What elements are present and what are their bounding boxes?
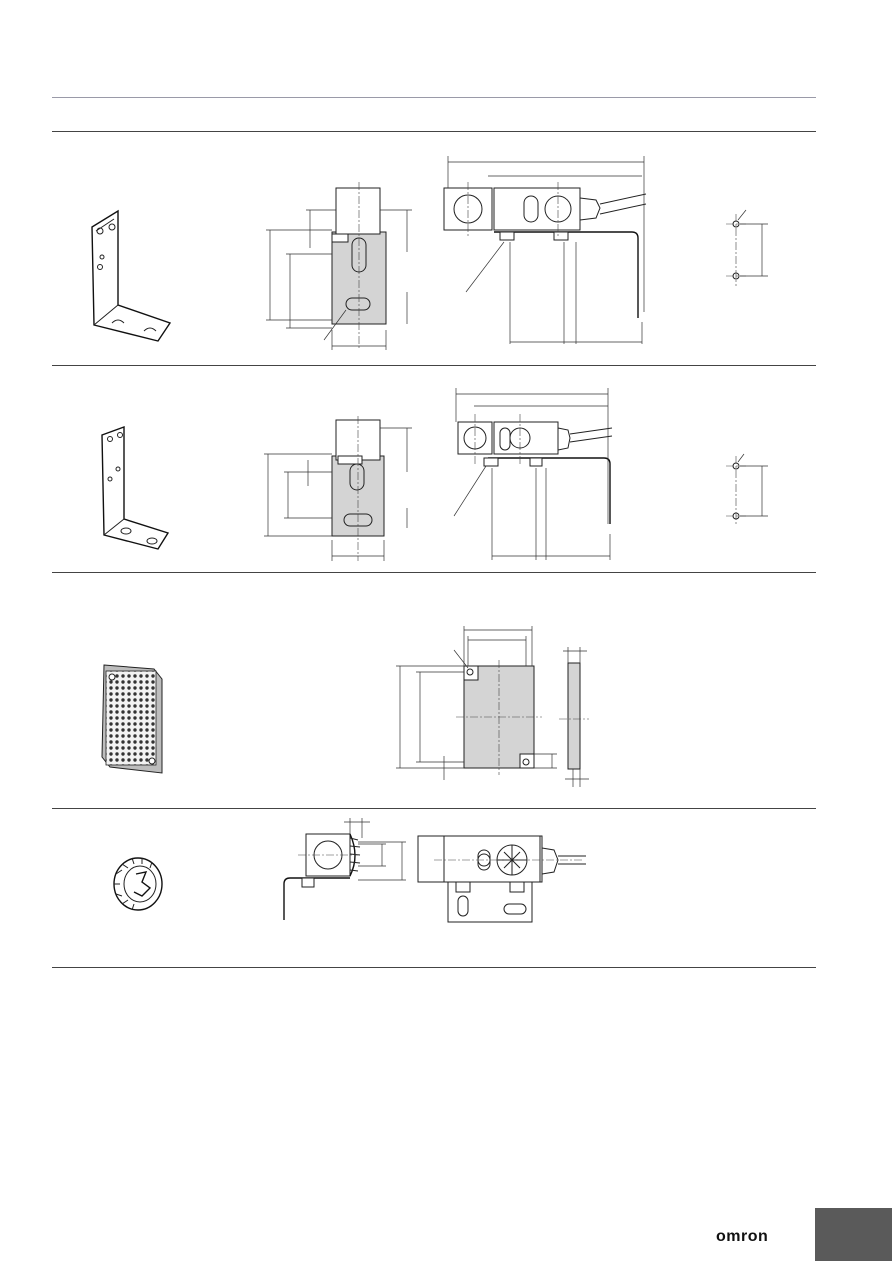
bracket-1-side-view (443, 156, 647, 344)
bracket-2-side-view (453, 388, 613, 560)
bracket-2-hole-pattern (726, 453, 768, 526)
page-index-tab (815, 1208, 892, 1261)
bracket-1-isometric (91, 209, 172, 342)
protective-cover-isometric (113, 857, 163, 911)
reflector-photo (101, 664, 163, 774)
protective-cover-side-view (283, 818, 406, 920)
bracket-2-front-view (264, 416, 412, 561)
top-rule (52, 97, 816, 98)
reflector-side-view (559, 647, 589, 787)
bracket-2-isometric (101, 426, 170, 550)
omron-logo: omron (716, 1228, 768, 1245)
table-rule-3 (52, 572, 816, 573)
table-rule-4 (52, 808, 816, 809)
omron-logo-text: omron (716, 1228, 768, 1245)
protective-cover-front-view (417, 835, 586, 923)
bracket-1-front-view (266, 182, 412, 350)
table-rule-1 (52, 131, 816, 132)
bracket-1-hole-pattern (726, 209, 768, 286)
table-rule-5 (52, 967, 816, 968)
reflector-front-view (396, 626, 557, 780)
table-rule-2 (52, 365, 816, 366)
